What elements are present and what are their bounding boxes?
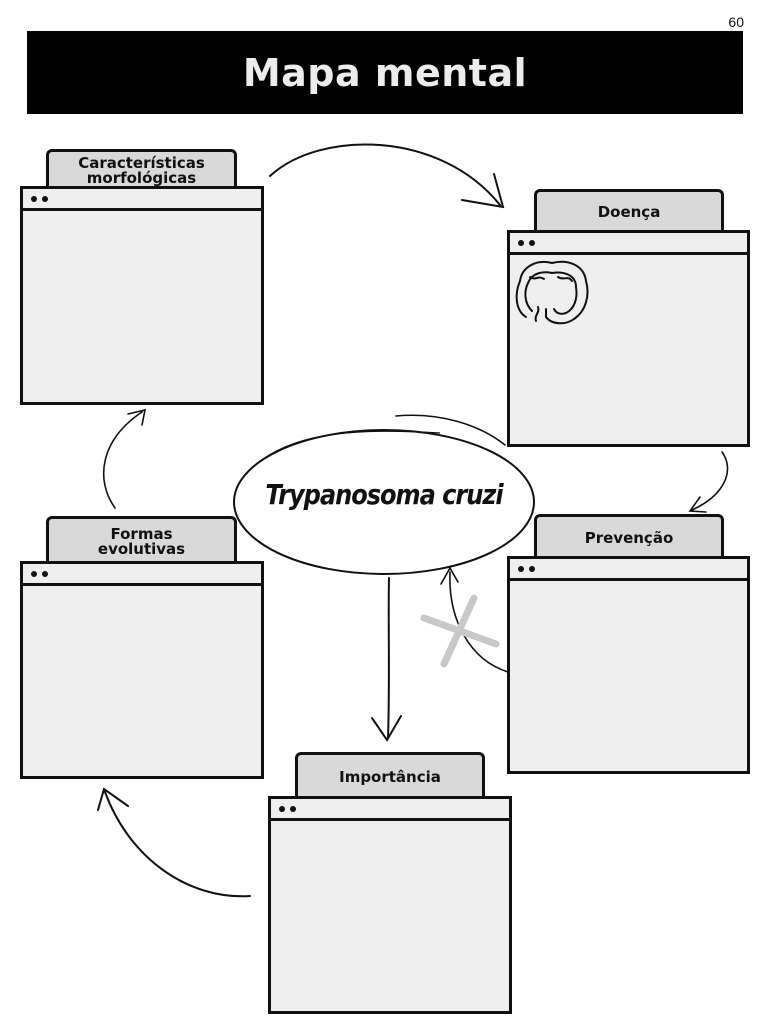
cross-icon	[420, 594, 500, 668]
tab-prevencao: Prevenção	[534, 514, 724, 559]
tab-formas: Formas evolutivas	[46, 516, 237, 564]
tab-importancia: Importância	[295, 752, 485, 799]
window-dot-icon	[42, 196, 48, 202]
window-titlebar	[23, 564, 261, 586]
window-dot-icon	[529, 240, 535, 246]
window-doenca[interactable]	[507, 230, 750, 447]
arrow-doenca-to-prevencao	[691, 451, 729, 511]
window-dot-icon	[518, 240, 524, 246]
center-ellipse	[233, 429, 535, 575]
window-morfologicas[interactable]	[20, 186, 264, 405]
window-dot-icon	[518, 566, 524, 572]
arrowhead-morfologicas	[127, 408, 147, 426]
arrowhead-importancia	[371, 715, 402, 742]
tab-label: Importância	[339, 767, 441, 786]
window-titlebar	[23, 189, 261, 211]
tab-doenca: Doença	[534, 189, 724, 233]
arrowhead-prevencao	[688, 496, 707, 513]
center-topic: Trypanosoma cruzi	[265, 478, 503, 511]
tab-label: Formas evolutivas	[97, 524, 186, 558]
arrow-center-to-importancia	[387, 577, 390, 739]
window-dot-icon	[31, 196, 37, 202]
window-dot-icon	[279, 806, 285, 812]
arrow-morfologicas-to-doenca	[269, 143, 501, 206]
window-titlebar	[271, 799, 509, 821]
tab-label: Prevenção	[584, 528, 674, 547]
tab-label: Características morfológicas	[78, 153, 205, 187]
window-titlebar	[510, 233, 747, 255]
intestine-icon	[515, 260, 589, 325]
window-prevencao[interactable]	[507, 556, 750, 774]
tab-label: Doença	[597, 203, 661, 221]
arrow-importancia-to-formas	[104, 791, 251, 898]
arrowhead-formas	[97, 787, 129, 811]
window-dot-icon	[31, 571, 37, 577]
page-title: Mapa mental	[242, 50, 528, 95]
sketch-stroke	[395, 414, 506, 446]
arrowhead-doenca	[461, 173, 505, 209]
window-dot-icon	[290, 806, 296, 812]
window-dot-icon	[529, 566, 535, 572]
arrowhead-center	[440, 566, 459, 585]
window-dot-icon	[42, 571, 48, 577]
page-number: 60	[728, 14, 744, 30]
title-banner: Mapa mental	[27, 31, 743, 114]
window-importancia[interactable]	[268, 796, 512, 1014]
window-titlebar	[510, 559, 747, 581]
tab-morfologicas: Características morfológicas	[46, 149, 237, 189]
window-formas[interactable]	[20, 561, 264, 779]
arrow-formas-to-morfologicas	[102, 411, 143, 509]
